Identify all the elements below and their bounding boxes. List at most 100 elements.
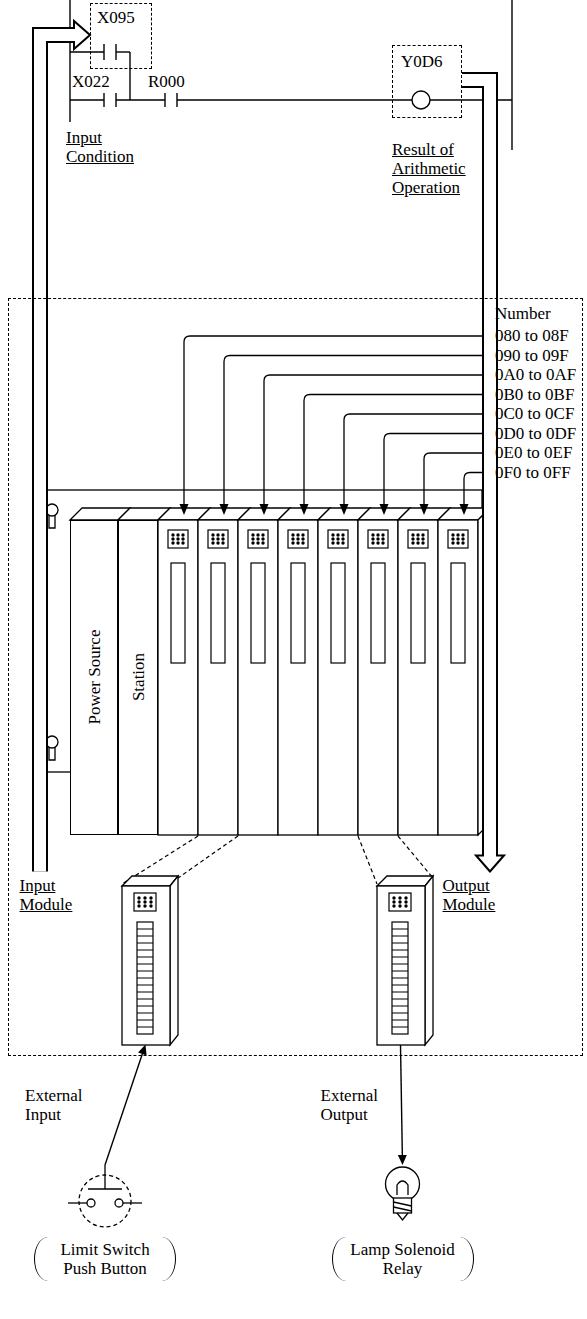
lamp-relay-symbol <box>397 1213 408 1220</box>
module-figure <box>149 900 152 903</box>
ladder-diagram <box>116 51 130 52</box>
module-figure <box>137 977 153 978</box>
module-figure <box>143 900 146 903</box>
module-figure <box>392 904 395 907</box>
bracket: Lamp Solenoid Relay <box>332 1237 474 1281</box>
power-source-module: Power Source <box>70 520 118 835</box>
io-number: 080 to 08F <box>495 326 569 345</box>
rack <box>35 490 490 835</box>
contact-label: R000 <box>148 72 185 91</box>
module-figure <box>392 896 395 899</box>
module-leader <box>358 836 377 884</box>
limit-switch-symbol <box>115 1199 123 1207</box>
node-text: Output Module <box>443 876 523 914</box>
limit-switch: Limit Switch Push Button <box>10 1165 200 1281</box>
module-figure <box>404 896 407 899</box>
io-number: 090 to 09F <box>495 346 569 365</box>
wire-arrow <box>401 1045 403 1156</box>
number-leader <box>184 336 491 505</box>
number-leader <box>264 375 491 505</box>
module-figure <box>137 970 153 971</box>
module-figure <box>120 872 180 1047</box>
module-figure <box>404 900 407 903</box>
ladder-diagram <box>70 51 104 52</box>
lamp-relay: Lamp Solenoid Relay <box>320 1165 485 1281</box>
module-figure <box>392 928 408 929</box>
module-leader <box>178 836 238 878</box>
wire-arrow <box>398 1155 407 1165</box>
ladder-diagram <box>103 93 104 107</box>
wire-arrow <box>398 1045 407 1166</box>
number-leader <box>304 395 491 506</box>
module-figure <box>143 896 146 899</box>
limit-switch-symbol <box>10 1165 200 1237</box>
ladder-diagram <box>511 0 512 150</box>
module-figure <box>392 922 408 1034</box>
number-leader <box>180 504 189 515</box>
contact-box: X095 <box>90 3 152 69</box>
contact-label: X022 <box>72 72 110 91</box>
input-module: Input Module <box>20 868 190 1048</box>
result-label: Result of Arithmetic Operation <box>392 140 478 197</box>
module-figure <box>392 977 408 978</box>
ladder-diagram <box>69 0 70 122</box>
module-figure <box>137 1019 153 1020</box>
connectors <box>40 21 504 1165</box>
lamp-relay-symbol <box>394 1202 412 1206</box>
bracket-wrap: Limit Switch Push Button <box>10 1237 200 1281</box>
rack <box>49 747 55 760</box>
node-text: Y0D6 <box>401 52 443 71</box>
io-number: 0F0 to 0FF <box>495 463 571 482</box>
io-number: 0C0 to 0CF <box>495 404 574 423</box>
number-leader <box>384 434 491 506</box>
module-figure <box>149 904 152 907</box>
module-figure <box>392 956 408 957</box>
module-figure <box>392 970 408 971</box>
wire-arrow <box>138 1045 147 1056</box>
module-figure <box>137 949 153 950</box>
number-leader <box>260 504 269 515</box>
wire-arrow <box>105 1054 142 1165</box>
ladder-diagram <box>412 91 430 109</box>
number-leader <box>220 504 229 515</box>
ladder-diagram <box>116 99 165 100</box>
number-leader <box>380 504 389 515</box>
number-leader <box>180 336 492 515</box>
module-figure <box>375 872 435 1047</box>
node-text: Input Module <box>20 876 92 914</box>
number-leader <box>344 414 491 505</box>
node-text: Number <box>495 304 551 323</box>
number-leader <box>340 504 349 515</box>
module-figure <box>137 1012 153 1013</box>
module-figure <box>392 942 408 943</box>
module-figure <box>137 956 153 957</box>
condition-label: Input Condition <box>66 128 146 166</box>
ladder-diagram <box>430 99 512 100</box>
module-figure <box>137 904 140 907</box>
limit-switch-symbol <box>68 1202 87 1203</box>
bracket-wrap: Lamp Solenoid Relay <box>320 1237 485 1281</box>
wire-arrow <box>105 1045 147 1166</box>
module-figure <box>425 876 433 1045</box>
lamp-relay-symbol <box>386 1167 420 1201</box>
io-number: 0E0 to 0EF <box>495 443 572 462</box>
module-leader <box>398 836 433 878</box>
module-figure <box>170 876 178 1045</box>
node-text: Limit Switch Push Button <box>49 1240 161 1278</box>
ladder-diagram <box>164 93 165 107</box>
module-figure <box>137 896 140 899</box>
module-figure <box>137 1005 153 1006</box>
module-figure <box>377 886 425 1045</box>
module-figure <box>137 998 153 999</box>
io-number: 0A0 to 0AF <box>495 365 576 384</box>
module-figure <box>404 904 407 907</box>
module-figure <box>398 904 401 907</box>
bracket: Limit Switch Push Button <box>34 1237 176 1281</box>
output-module: Output Module <box>375 868 545 1048</box>
module-figure <box>137 900 140 903</box>
limit-switch-symbol <box>104 1165 105 1189</box>
module-figure <box>143 904 146 907</box>
lamp-relay-symbol <box>394 1198 412 1213</box>
signal-arrow <box>462 80 490 858</box>
module-figure <box>137 991 153 992</box>
